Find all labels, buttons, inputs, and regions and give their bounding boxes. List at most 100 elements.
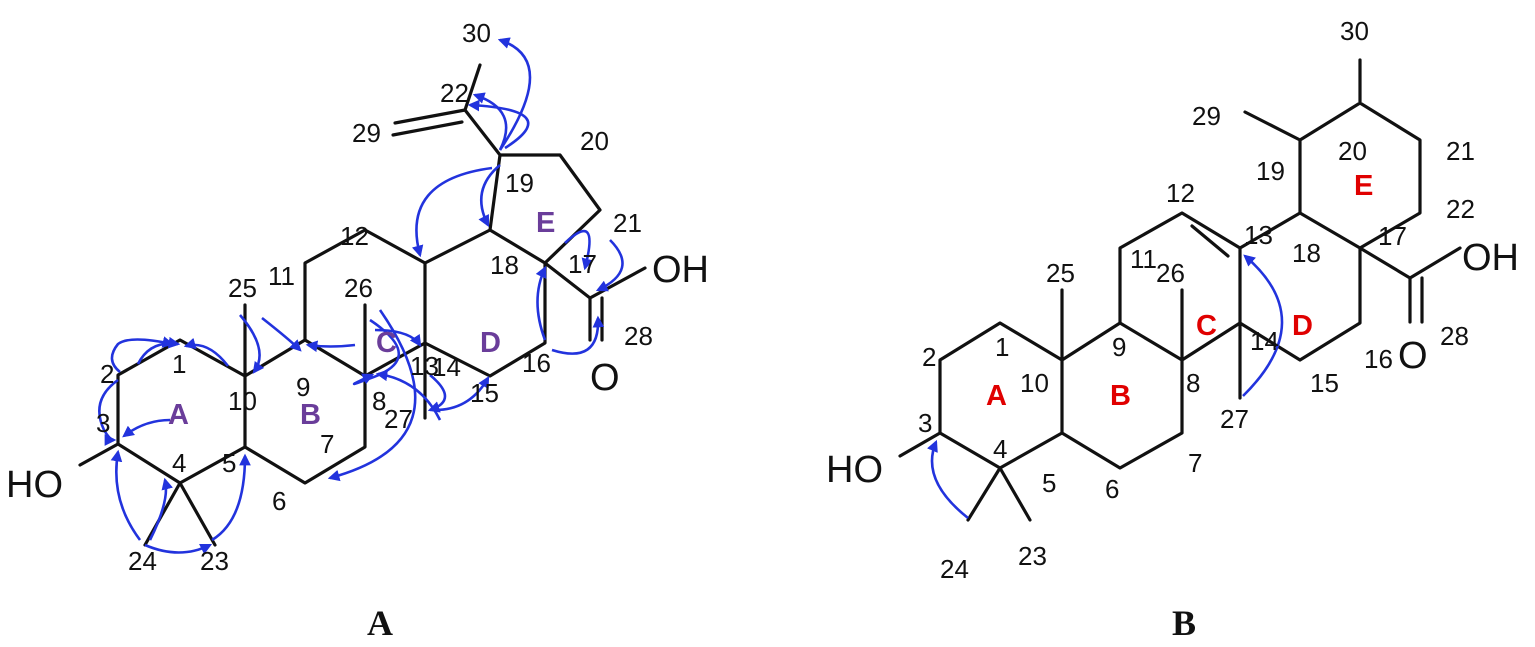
a-atom-21: 21 <box>613 208 642 238</box>
b-atom-23: 23 <box>1018 541 1047 571</box>
b-atom-19: 19 <box>1256 156 1285 186</box>
hmbc-arrow <box>467 99 530 150</box>
b-ring-label-b: B <box>1110 380 1131 412</box>
b-atom-22: 22 <box>1446 194 1475 224</box>
a-atom-18: 18 <box>490 250 519 280</box>
hmbc-arrow <box>926 439 969 520</box>
hmbc-arrow <box>478 164 501 228</box>
structure-b: HO OH O A B C D E 1 2 3 4 5 6 7 8 9 10 1… <box>826 16 1519 643</box>
b-atom-20: 20 <box>1338 136 1367 166</box>
a-carboxyl-oh-label: OH <box>652 249 709 291</box>
a-atom-23: 23 <box>200 546 229 576</box>
b-atom-6: 6 <box>1105 474 1119 504</box>
a-atom-8: 8 <box>372 386 386 416</box>
b-ring-label-a: A <box>986 380 1007 412</box>
hmbc-arrow <box>183 337 230 367</box>
hmbc-arrow <box>411 166 493 258</box>
b-atom-2: 2 <box>922 342 936 372</box>
hmbc-arrow <box>261 316 302 352</box>
b-atom-26: 26 <box>1156 258 1185 288</box>
b-atom-21: 21 <box>1446 136 1475 166</box>
b-atom-28: 28 <box>1440 321 1469 351</box>
b-atom-27: 27 <box>1220 404 1249 434</box>
b-atom-30: 30 <box>1340 16 1369 46</box>
hmbc-arrow <box>305 340 356 353</box>
b-atom-7: 7 <box>1188 448 1202 478</box>
b-atom-4: 4 <box>993 434 1007 464</box>
a-ring-label-d: D <box>480 327 501 359</box>
hmbc-arrow <box>427 374 447 413</box>
structure-a-skeleton <box>78 63 647 547</box>
hmbc-arrow <box>472 92 508 151</box>
hmbc-arrow <box>110 336 175 374</box>
b-hydroxyl-label: HO <box>826 449 883 491</box>
hmbc-arrow <box>551 315 605 355</box>
structure-a-hmbc-arrows <box>98 37 624 555</box>
b-carboxyl-oh-label: OH <box>1462 237 1519 279</box>
b-atom-12: 12 <box>1166 178 1195 208</box>
b-atom-14: 14 <box>1250 326 1279 356</box>
hmbc-arrow <box>564 229 594 271</box>
b-atom-18: 18 <box>1292 238 1321 268</box>
b-atom-9: 9 <box>1112 332 1126 362</box>
a-atom-16: 16 <box>522 348 551 378</box>
a-atom-30: 30 <box>462 18 491 48</box>
a-ring-label-c: C <box>376 327 397 359</box>
structure-b-double-bonds <box>1190 224 1424 324</box>
hmbc-arrow <box>98 378 119 446</box>
a-atom-15: 15 <box>470 378 499 408</box>
a-atom-27: 27 <box>384 404 413 434</box>
structure-a-labels: HO OH O A B C D E 1 2 3 4 5 6 7 8 9 10 1… <box>6 18 709 576</box>
b-ring-label-e: E <box>1354 170 1373 202</box>
hmbc-arrow <box>1242 254 1284 397</box>
hmbc-arrow <box>497 37 532 151</box>
b-atom-3: 3 <box>918 408 932 438</box>
hmbc-arrow <box>434 375 490 412</box>
a-atom-1: 1 <box>172 349 186 379</box>
a-atom-2: 2 <box>100 359 114 389</box>
a-atom-24: 24 <box>128 546 157 576</box>
b-atom-8: 8 <box>1186 368 1200 398</box>
a-atom-4: 4 <box>172 448 186 478</box>
structure-b-skeleton <box>898 58 1462 522</box>
a-atom-13: 13 <box>410 351 439 381</box>
b-atom-17: 17 <box>1378 221 1407 251</box>
a-atom-17: 17 <box>568 249 597 279</box>
hmbc-arrow <box>122 418 171 438</box>
hmbc-arrow <box>239 314 265 374</box>
b-atom-13: 13 <box>1244 220 1273 250</box>
hmbc-arrow <box>352 318 401 386</box>
a-atom-28: 28 <box>624 321 653 351</box>
b-atom-11: 11 <box>1130 244 1157 274</box>
b-atom-29: 29 <box>1192 101 1221 131</box>
hmbc-arrow <box>148 477 173 541</box>
b-atom-5: 5 <box>1042 468 1056 498</box>
a-atom-6: 6 <box>272 486 286 516</box>
a-atom-25: 25 <box>228 273 257 303</box>
hmbc-arrow <box>211 453 251 542</box>
a-atom-20: 20 <box>580 126 609 156</box>
b-atom-24: 24 <box>940 554 969 584</box>
hmbc-arrow <box>327 309 417 482</box>
a-carbonyl-o-label: O <box>590 357 620 399</box>
b-ring-label-c: C <box>1196 310 1217 342</box>
structure-b-labels: HO OH O A B C D E 1 2 3 4 5 6 7 8 9 10 1… <box>826 16 1519 584</box>
b-ring-label-d: D <box>1292 310 1313 342</box>
a-atom-10: 10 <box>228 386 257 416</box>
hmbc-arrow <box>595 239 624 292</box>
panel-label-b: B <box>1172 603 1196 643</box>
b-atom-16: 16 <box>1364 344 1393 374</box>
a-atom-7: 7 <box>320 429 334 459</box>
a-ring-label-a: A <box>168 399 189 431</box>
a-ring-label-b: B <box>300 399 321 431</box>
a-ring-label-e: E <box>536 207 555 239</box>
b-atom-1: 1 <box>995 332 1009 362</box>
hmbc-arrow <box>374 328 422 347</box>
hmbc-arrow <box>144 543 213 555</box>
a-atom-9: 9 <box>296 372 310 402</box>
structure-a: HO OH O A B C D E 1 2 3 4 5 6 7 8 9 10 1… <box>6 18 709 643</box>
a-atom-14: 14 <box>432 352 461 382</box>
a-atom-26: 26 <box>344 273 373 303</box>
b-atom-15: 15 <box>1310 368 1339 398</box>
